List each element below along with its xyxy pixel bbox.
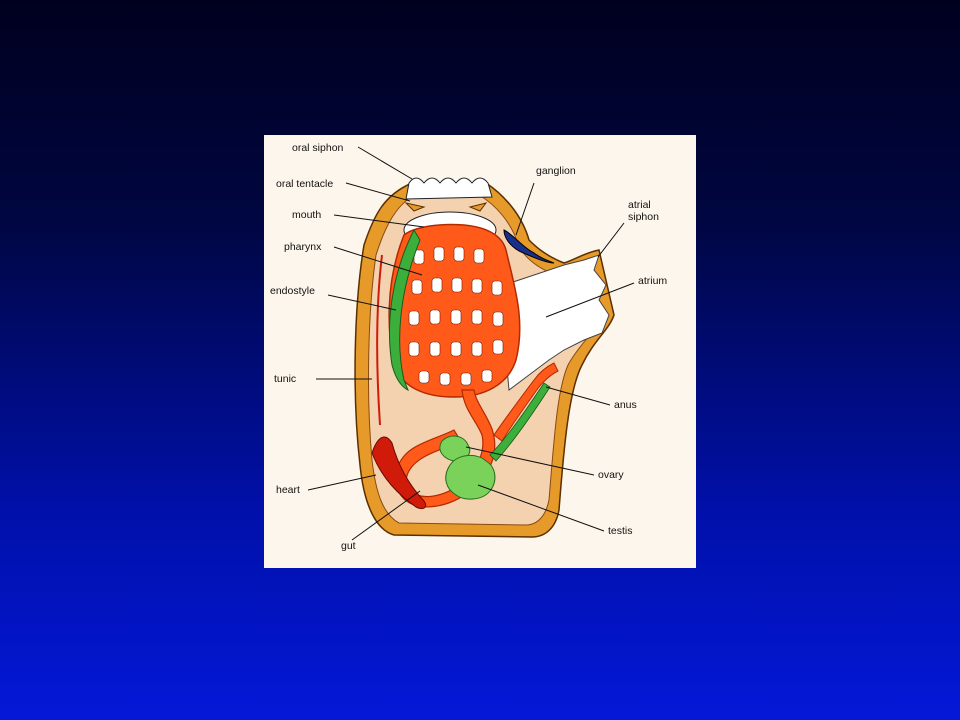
testis-shape bbox=[445, 455, 496, 500]
heart-shape bbox=[371, 436, 427, 510]
leader-line bbox=[307, 474, 377, 491]
label-atrial-siphon: atrial siphon bbox=[628, 199, 659, 223]
label-tunic: tunic bbox=[274, 373, 297, 385]
leader-line bbox=[327, 294, 397, 311]
label-atrium: atrium bbox=[638, 275, 668, 287]
leader-line bbox=[545, 386, 611, 406]
label-anus: anus bbox=[614, 399, 637, 411]
label-mouth: mouth bbox=[292, 209, 322, 221]
ganglion-shape bbox=[503, 229, 555, 264]
leader-line bbox=[515, 182, 535, 236]
atrium-cavity bbox=[503, 254, 610, 391]
leader-line bbox=[333, 214, 425, 228]
label-heart: heart bbox=[276, 484, 300, 496]
leader-line bbox=[333, 246, 423, 276]
label-pharynx: pharynx bbox=[284, 241, 322, 253]
leader-line bbox=[345, 182, 411, 202]
leader-line bbox=[477, 484, 605, 532]
leader-line bbox=[357, 146, 413, 180]
leader-line bbox=[597, 222, 625, 258]
label-ganglion: ganglion bbox=[536, 165, 576, 177]
intestine-shape bbox=[493, 362, 559, 442]
label-oral-tentacle: oral tentacle bbox=[276, 178, 334, 190]
label-gut: gut bbox=[341, 540, 356, 552]
leader-line bbox=[465, 446, 595, 476]
ascidian-illustration bbox=[307, 146, 635, 541]
ascidian-anatomy-diagram: oral siphon oral tentacle mouth pharynx … bbox=[264, 135, 696, 568]
endostyle-shape bbox=[389, 228, 421, 392]
blood-vessel bbox=[376, 254, 383, 426]
leader-line bbox=[545, 282, 635, 318]
label-endostyle: endostyle bbox=[270, 285, 315, 297]
label-ovary: ovary bbox=[598, 469, 624, 481]
label-oral-siphon: oral siphon bbox=[292, 142, 344, 154]
oral-siphon-opening bbox=[405, 177, 493, 200]
gonoduct-shape bbox=[489, 382, 551, 462]
oral-tentacle-shape bbox=[404, 202, 426, 212]
leader-line bbox=[351, 490, 421, 541]
label-testis: testis bbox=[608, 525, 633, 537]
oral-tentacle-shape bbox=[468, 202, 488, 212]
